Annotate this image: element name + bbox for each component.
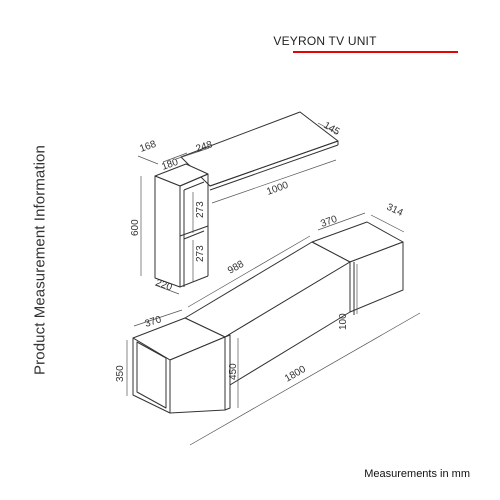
dim-left-box-length: 370 — [144, 314, 164, 330]
title-underline — [293, 51, 458, 53]
dim-box-length: 370 — [319, 214, 339, 230]
dim-total-length: 1800 — [283, 364, 308, 385]
dim-cabinet-height: 600 — [130, 219, 141, 236]
dim-box-depth: 314 — [385, 202, 405, 219]
dim-shelf-side: 248 — [195, 139, 215, 155]
product-title: VEYRON TV UNIT — [273, 34, 377, 48]
dim-left-box-height: 350 — [115, 365, 126, 382]
side-cabinet — [154, 163, 209, 288]
dim-compartment-upper: 273 — [195, 201, 206, 218]
units-note: Measurements in mm — [364, 468, 470, 480]
dim-middle-length: 988 — [226, 259, 246, 277]
dim-drop: 100 — [338, 313, 349, 330]
right-box — [311, 221, 404, 313]
dim-shelf-length: 1000 — [265, 180, 290, 198]
dim-panel-height: 450 — [228, 363, 239, 380]
dim-compartment-lower: 273 — [195, 245, 206, 262]
dim-cabinet-depth: 168 — [138, 139, 158, 155]
left-box — [132, 317, 226, 414]
